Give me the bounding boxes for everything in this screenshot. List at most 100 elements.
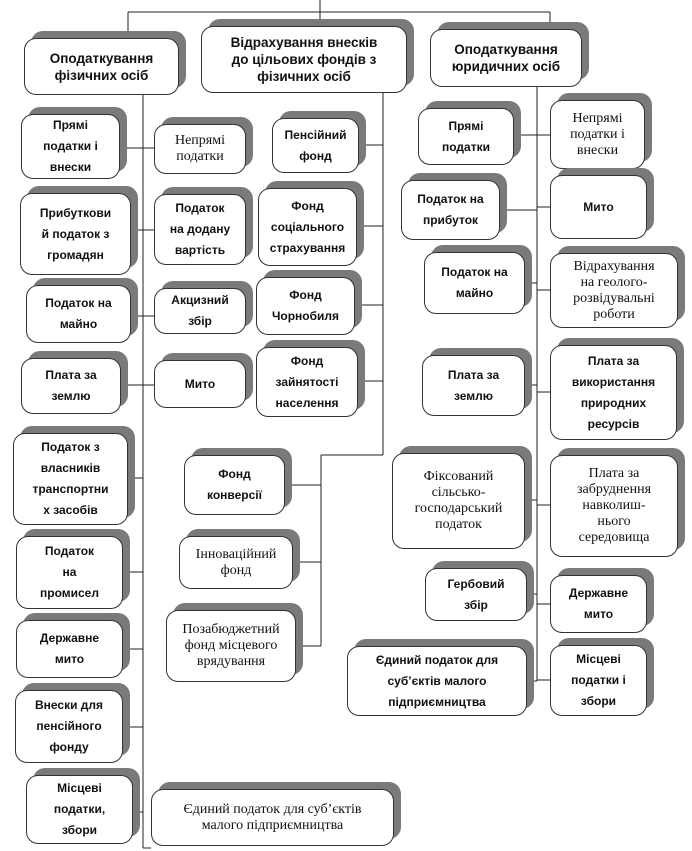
node-legal-pollution: Плата за забруднення навколиш- нього сер…: [550, 448, 685, 557]
node-label: Єдиний податок для суб’єктів малого підп…: [375, 652, 499, 709]
node-label: Державне мито: [39, 631, 100, 666]
node-label: Податок на майно: [45, 296, 112, 331]
node-individuals-pension-contrib: Внески для пенсійного фонду: [15, 683, 130, 763]
node-label: Прибуткови й податок з громадян: [39, 205, 112, 262]
node-headers-funds: Відрахування внесків до цільових фондів …: [201, 19, 414, 93]
node-funds-pension-fund: Пенсійний фонд: [272, 111, 366, 173]
node-box: Фіксований сільсько- господарський подат…: [392, 453, 525, 549]
node-legal-single-tax: Єдиний податок для суб’єктів малого підп…: [347, 639, 534, 716]
node-label: Податок на промисел: [40, 544, 99, 600]
node-legal-profit-tax: Податок на прибуток: [401, 173, 507, 240]
node-box: Податок на майно: [424, 252, 525, 314]
node-label: Податок на майно: [441, 265, 508, 300]
node-individuals-local-taxes: Місцеві податки, збори: [26, 768, 140, 844]
node-box: Відрахування внесків до цільових фондів …: [201, 26, 407, 93]
node-box: Податок на майно: [26, 285, 131, 343]
node-box: Мито: [154, 360, 246, 408]
node-legal-natural-resources: Плата за використання природних ресурсів: [550, 338, 684, 440]
node-box: Оподаткування фізичних осіб: [24, 38, 179, 95]
node-box: Податок на прибуток: [401, 180, 500, 240]
node-label: Оподаткування фізичних осіб: [49, 50, 154, 83]
node-box: Місцеві податки і збори: [550, 645, 647, 716]
node-label: Непрямі податки: [174, 133, 225, 164]
node-box: Відрахування на геолого- розвідувальні р…: [550, 253, 678, 328]
node-label: Фонд соціального страхування: [269, 198, 346, 255]
node-label: Плата за забруднення навколиш- нього сер…: [576, 466, 652, 545]
node-box: Гербовий збір: [425, 568, 527, 621]
node-box: Пенсійний фонд: [272, 118, 359, 173]
node-label: Гербовий збір: [447, 576, 505, 612]
node-label: Фонд конверсії: [206, 467, 263, 502]
node-legal-local-taxes: Місцеві податки і збори: [550, 638, 654, 716]
node-legal-geo-deductions: Відрахування на геолого- розвідувальні р…: [550, 246, 685, 328]
node-individuals-state-duty: Державне мито: [16, 613, 130, 678]
node-box: Мито: [550, 175, 647, 239]
node-funds-innovation: Інноваційний фонд: [179, 529, 300, 589]
node-label: Місцеві податки і збори: [571, 652, 626, 708]
node-label: Плата за використання природних ресурсів: [571, 353, 656, 431]
node-legal-fixed-agri: Фіксований сільсько- господарський подат…: [392, 446, 532, 549]
node-individuals-single-tax: Єдиний податок для суб’єктів малого підп…: [151, 782, 401, 846]
node-label: Прямі податки і внески: [43, 118, 98, 174]
node-box: Місцеві податки, збори: [26, 775, 133, 844]
node-label: Податок з власників транспортни х засобі…: [32, 440, 109, 517]
node-box: Єдиний податок для суб’єктів малого підп…: [347, 646, 527, 716]
node-box: Плата за використання природних ресурсів: [550, 345, 677, 440]
node-individuals-income-tax: Прибуткови й податок з громадян: [20, 186, 138, 275]
node-individuals-indirect-taxes: Непрямі податки: [154, 117, 253, 174]
node-funds-chernobyl: Фонд Чорнобиля: [256, 270, 362, 335]
node-box: Внески для пенсійного фонду: [15, 690, 123, 763]
node-box: Податок з власників транспортни х засобі…: [13, 433, 128, 525]
node-legal-state-duty: Державне мито: [550, 568, 654, 633]
node-box: Податок на додану вартість: [154, 194, 246, 265]
node-box: Фонд конверсії: [184, 455, 285, 515]
node-label: Оподаткування юридичних осіб: [451, 42, 561, 74]
node-box: Державне мито: [16, 620, 123, 678]
node-box: Фонд зайнятості населення: [256, 347, 358, 417]
node-individuals-vat: Податок на додану вартість: [154, 187, 253, 265]
node-individuals-property-tax: Податок на майно: [26, 278, 138, 343]
node-box: Акцизний збір: [154, 288, 246, 334]
node-individuals-vehicle-tax: Податок з власників транспортни х засобі…: [13, 426, 135, 525]
node-label: Відрахування на геолого- розвідувальні р…: [573, 258, 655, 322]
node-legal-property-tax: Податок на майно: [424, 245, 532, 314]
node-box: Плата за землю: [422, 355, 525, 416]
node-individuals-duty: Мито: [154, 353, 253, 408]
node-box: Прибуткови й податок з громадян: [20, 193, 131, 275]
node-legal-duty: Мито: [550, 168, 654, 239]
node-label: Пенсійний фонд: [284, 127, 347, 163]
node-funds-social-insurance: Фонд соціального страхування: [258, 181, 364, 266]
node-individuals-direct-taxes: Прямі податки і внески: [21, 107, 127, 179]
node-label: Інноваційний фонд: [195, 546, 277, 578]
node-label: Мито: [583, 199, 614, 214]
node-label: Прямі податки: [442, 118, 490, 154]
node-label: Фіксований сільсько- господарський подат…: [414, 469, 503, 532]
node-box: Оподаткування юридичних осіб: [430, 29, 582, 87]
node-box: Плата за забруднення навколиш- нього сер…: [550, 455, 678, 557]
node-label: Мито: [184, 376, 216, 391]
node-box: Позабюджетний фонд місцевого врядування: [166, 610, 296, 682]
node-box: Плата за землю: [21, 358, 121, 414]
node-label: Податок на прибуток: [417, 192, 484, 227]
node-funds-offbudget: Позабюджетний фонд місцевого врядування: [166, 603, 303, 682]
node-label: Податок на додану вартість: [169, 201, 231, 257]
node-headers-legal: Оподаткування юридичних осіб: [430, 22, 589, 87]
node-label: Фонд Чорнобиля: [271, 288, 340, 323]
node-box: Непрямі податки і внески: [550, 100, 645, 169]
node-box: Фонд Чорнобиля: [256, 277, 355, 335]
node-label: Єдиний податок для суб’єктів малого підп…: [183, 801, 362, 833]
node-legal-stamp-fee: Гербовий збір: [425, 561, 534, 621]
node-legal-indirect-taxes: Непрямі податки і внески: [550, 93, 652, 169]
node-individuals-excise: Акцизний збір: [154, 281, 253, 334]
node-funds-employment: Фонд зайнятості населення: [256, 340, 365, 417]
node-box: Непрямі податки: [154, 124, 246, 174]
node-label: Позабюджетний фонд місцевого врядування: [182, 622, 280, 669]
node-label: Плата за землю: [45, 368, 97, 403]
node-legal-direct-taxes: Прямі податки: [418, 101, 521, 165]
node-box: Прямі податки і внески: [21, 114, 120, 179]
node-label: Непрямі податки і внески: [570, 110, 625, 158]
node-label: Відрахування внесків до цільових фондів …: [230, 35, 378, 84]
node-box: Інноваційний фонд: [179, 536, 293, 589]
node-box: Податок на промисел: [16, 536, 123, 609]
node-box: Прямі податки: [418, 108, 514, 165]
